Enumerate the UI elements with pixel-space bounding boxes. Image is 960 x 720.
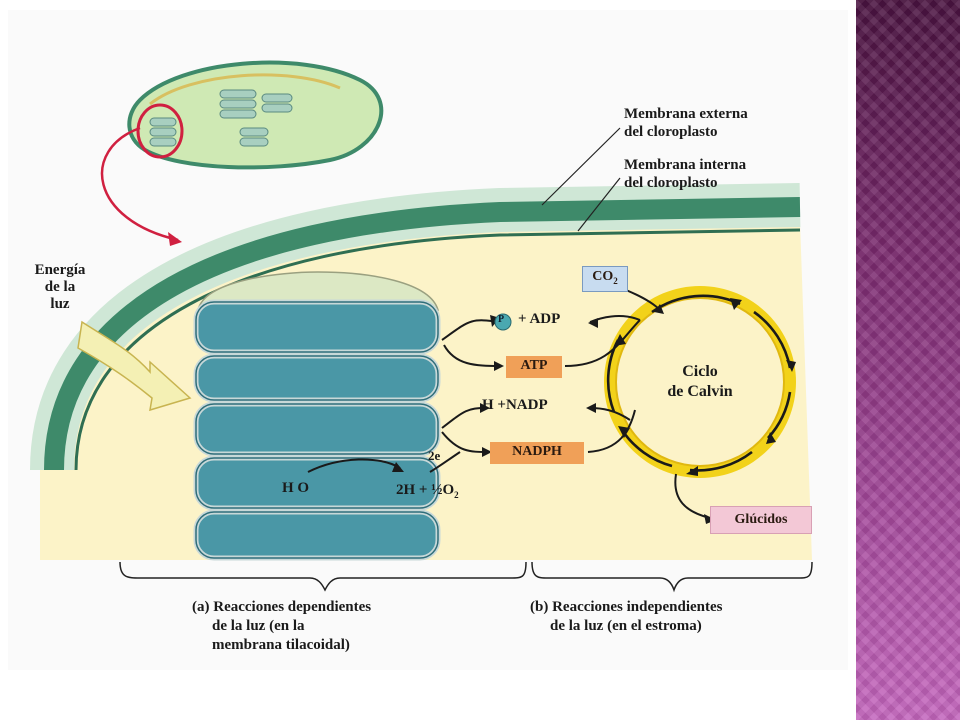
outer-membrane-label: Membrana externa del cloroplasto	[624, 106, 748, 140]
thylakoid-stack	[193, 271, 441, 561]
phosphate-symbol: P	[498, 314, 505, 325]
chloroplast-inset	[127, 60, 384, 170]
light-energy-arrow	[77, 320, 192, 412]
h-nadp-label: H +NADP	[482, 397, 548, 413]
calvin-cycle-label: Ciclo de Calvin	[667, 363, 733, 400]
products-label: 2H + ½O2	[396, 482, 459, 500]
inner-membrane-label: Membrana interna del cloroplasto	[624, 157, 747, 191]
nadph-box: NADPH	[490, 442, 584, 464]
decorative-side-band	[856, 0, 960, 720]
caption-a: (a) Reacciones dependientes de la luz (e…	[192, 599, 372, 653]
caption-braces	[119, 561, 813, 593]
chloroplast-membranes	[30, 183, 801, 471]
light-energy-label: Energía de la luz	[34, 262, 86, 312]
reaction-arrows	[307, 289, 711, 519]
zoom-arrow	[100, 126, 179, 242]
water-label: H O	[282, 480, 310, 496]
calvin-cycle	[604, 286, 796, 478]
p-adp-label: + ADP	[518, 311, 561, 327]
electron-label: 2e	[428, 448, 441, 463]
co2-box: CO2	[582, 266, 628, 292]
zoom-circle	[136, 103, 184, 159]
caption-b: (b) Reacciones independientes de la luz …	[530, 599, 723, 634]
atp-box: ATP	[506, 356, 562, 378]
chloroplast-diagram	[30, 60, 813, 593]
glucidos-box: Glúcidos	[710, 506, 812, 534]
